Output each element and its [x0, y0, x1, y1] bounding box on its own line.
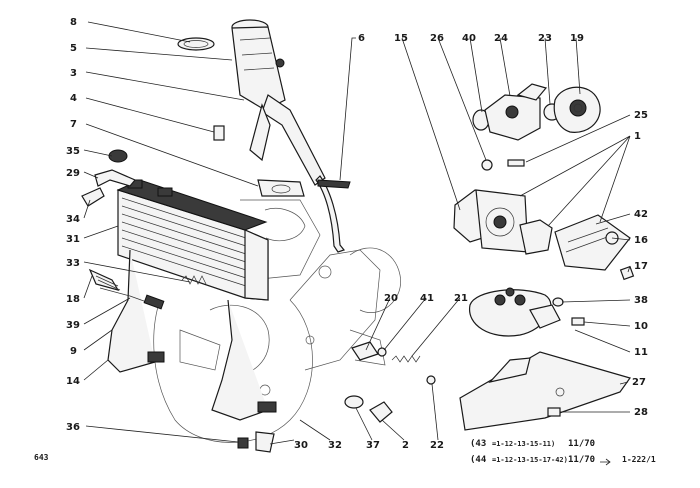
fittings-left	[81, 149, 136, 291]
callout-28: 28	[634, 407, 648, 418]
callout-27: 27	[632, 377, 646, 388]
callout-20: 20	[384, 293, 398, 304]
callout-4: 4	[70, 93, 77, 104]
callout-30: 30	[294, 440, 308, 451]
callout-14: 14	[66, 376, 80, 387]
oil-filler-neck	[177, 19, 326, 186]
dipstick	[315, 175, 346, 253]
note-1-eq: =1-12-13-15-11)	[492, 440, 555, 448]
oil-strainer	[469, 287, 585, 337]
oil-pump-body	[453, 189, 635, 281]
callout-5: 5	[70, 43, 77, 54]
callout-39: 39	[66, 320, 80, 331]
callout-26: 26	[430, 33, 444, 44]
callout-15: 15	[394, 33, 408, 44]
callout-16: 16	[634, 235, 648, 246]
bolt-36	[237, 437, 249, 449]
note-1-ref: (43	[470, 439, 486, 449]
callout-1: 1	[634, 131, 641, 142]
small-parts	[344, 341, 436, 423]
oil-pipes	[99, 249, 277, 421]
callout-22: 22	[430, 440, 444, 451]
gasket-7	[257, 179, 305, 197]
callout-31: 31	[66, 234, 80, 245]
leader-lines	[83, 21, 631, 445]
revision-notes: (43 =1-12-13-15-11) 11/70 (44 =1-12-13-1…	[34, 439, 656, 466]
callout-34: 34	[66, 214, 80, 225]
callout-33: 33	[66, 258, 80, 269]
callout-40: 40	[462, 33, 476, 44]
note-2-date: 11/70	[568, 455, 595, 465]
callout-6: 6	[358, 33, 365, 44]
callout-21: 21	[454, 293, 468, 304]
callout-23: 23	[538, 33, 552, 44]
callout-3: 3	[70, 68, 77, 79]
page-code: 643	[34, 453, 49, 462]
note-2-ref: (44	[470, 455, 487, 465]
callout-2: 2	[402, 440, 409, 451]
screw-4	[213, 125, 225, 141]
callout-29: 29	[66, 168, 80, 179]
callout-7: 7	[70, 119, 77, 130]
callout-10: 10	[634, 321, 648, 332]
callout-36: 36	[66, 422, 80, 433]
callout-37: 37	[366, 440, 380, 451]
pump-assembly-top	[472, 83, 601, 171]
callout-19: 19	[570, 33, 584, 44]
note-1-date: 11/70	[568, 439, 595, 449]
figure-code: 1-222/1	[622, 455, 656, 464]
clip-30	[255, 431, 275, 453]
spring-33	[181, 275, 207, 285]
dipstick-clip	[317, 179, 351, 189]
callout-numbers: 8 5 3 4 7 35 29 34 31 33 18 39 9 14 36 6…	[66, 17, 648, 451]
callout-38: 38	[634, 295, 648, 306]
callout-11: 11	[634, 347, 648, 358]
callout-25: 25	[634, 110, 648, 121]
callout-9: 9	[70, 346, 77, 357]
oil-cooler	[116, 179, 269, 301]
callout-41: 41	[420, 293, 434, 304]
callout-8: 8	[70, 17, 77, 28]
note-2-eq: =1-12-13-15-17-42)	[492, 456, 568, 464]
callout-24: 24	[494, 33, 508, 44]
callout-42: 42	[634, 209, 648, 220]
callout-32: 32	[328, 440, 342, 451]
bracket-27	[459, 351, 631, 431]
callout-18: 18	[66, 294, 80, 305]
callout-17: 17	[634, 261, 648, 272]
callout-35: 35	[66, 146, 80, 157]
